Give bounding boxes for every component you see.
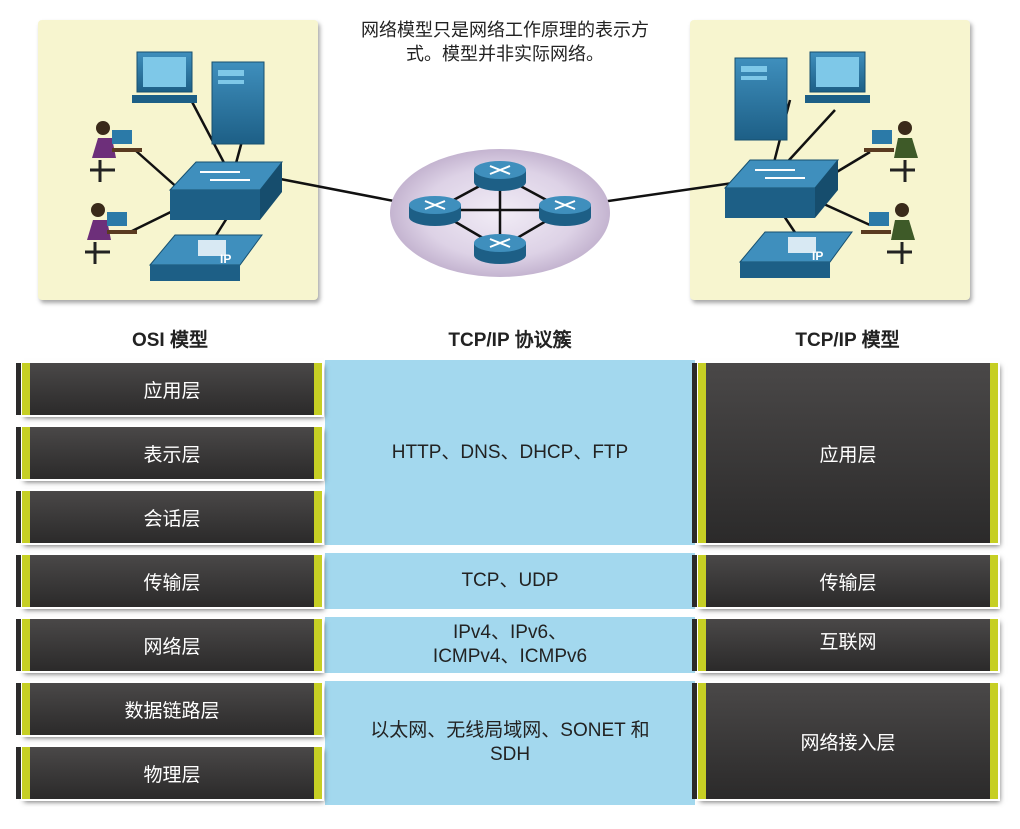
tcpip-layer-application: 应用层 [692,363,998,543]
protocol-band-upper: HTTP、DNS、DHCP、FTP [325,360,695,545]
tcpip-column-heading: TCP/IP 模型 [795,330,900,351]
router-icon [409,196,461,226]
osi-layer-application: 应用层 [16,363,322,415]
protocol-access-line-2: SDH [489,744,531,765]
right-user-icon [864,121,918,182]
protocol-band-access: 以太网、无线局域网、SONET 和 SDH [325,681,695,805]
tcpip-layer-network-access: 网络接入层 [692,683,998,799]
tcpip-layer-internet: 互联网 [692,619,998,671]
caption-line-1: 网络模型只是网络工作原理的表示方 [361,20,649,40]
protocol-network-line-1: IPv4、IPv6、 [452,622,568,643]
router-icon [474,234,526,264]
osi-column-heading: OSI 模型 [131,330,208,351]
router-cloud [390,149,610,277]
protocol-band-transport: TCP、UDP [325,553,695,609]
left-switch-icon [168,161,284,220]
left-monitor-icon [132,51,197,103]
suite-column-heading: TCP/IP 协议簇 [448,330,572,351]
router-icon [539,196,591,226]
protocol-access-line-1: 以太网、无线局域网、SONET 和 [370,720,650,741]
right-monitor-icon [805,51,870,103]
network-illustration: IP IP [85,51,918,281]
osi-layer-presentation: 表示层 [16,427,322,479]
right-user-icon [861,203,915,264]
protocol-band-network: IPv4、IPv6、 ICMPv4、ICMPv6 [325,617,695,673]
protocol-transport-text: TCP、UDP [461,570,559,591]
svg-text:IP: IP [812,249,823,263]
svg-text:IP: IP [220,252,231,266]
osi-layer-physical: 物理层 [16,747,322,799]
right-switch-icon [723,159,840,218]
osi-layer-transport: 传输层 [16,555,322,607]
tcpip-layer-transport: 传输层 [692,555,998,607]
left-user-icon [85,203,137,264]
osi-layer-session: 会话层 [16,491,322,543]
left-user-icon [90,121,142,182]
right-server-icon [734,57,788,141]
osi-layer-network: 网络层 [16,619,322,671]
caption-line-2: 式。模型并非实际网络。 [406,44,604,64]
osi-layer-data-link: 数据链路层 [16,683,322,735]
protocol-upper-text: HTTP、DNS、DHCP、FTP [391,441,629,463]
router-icon [474,161,526,191]
left-server-icon [211,61,265,145]
right-ip-phone-icon: IP [738,231,853,278]
left-ip-phone-icon: IP [148,234,263,281]
diagram-caption: 网络模型只是网络工作原理的表示方 式。模型并非实际网络。 [330,18,680,66]
protocol-network-line-2: ICMPv4、ICMPv6 [432,646,588,667]
